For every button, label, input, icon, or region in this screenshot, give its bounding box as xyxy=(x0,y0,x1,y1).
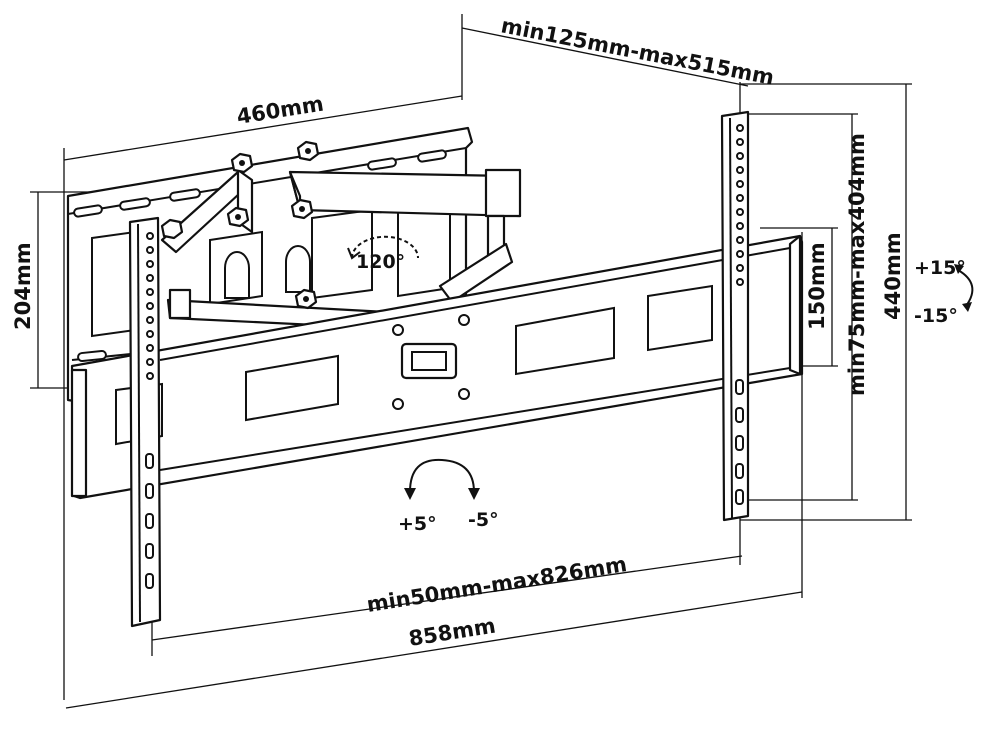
tilt-down-label: -5° xyxy=(468,509,499,531)
vesa-vertical-label: min75mm-max404mm xyxy=(845,133,869,396)
total-height-label: 440mm xyxy=(881,232,905,320)
tv-strap-right xyxy=(720,110,750,522)
tv-strap-left xyxy=(128,216,162,628)
tv-bracket-plate xyxy=(70,234,804,500)
wall-plate-height-label: 204mm xyxy=(11,242,35,330)
swivel-indicator xyxy=(347,235,419,260)
rotate-plus-label: +15° xyxy=(914,257,966,279)
vesa-horizontal-label: min50mm-max826mm xyxy=(365,552,628,617)
depth-dimension-label: min125mm-max515mm xyxy=(499,13,776,90)
total-width-label: 858mm xyxy=(407,614,497,651)
tilt-up-label: +5° xyxy=(398,513,437,535)
rail-spacing-label: 150mm xyxy=(805,242,829,330)
dimension-lines xyxy=(30,14,912,709)
wall-plate-width-label: 460mm xyxy=(235,92,325,129)
tilt-indicator xyxy=(404,458,480,500)
rotate-indicator xyxy=(954,264,974,312)
swivel-angle-label: 120° xyxy=(356,251,405,273)
rotate-minus-label: -15° xyxy=(914,305,958,327)
